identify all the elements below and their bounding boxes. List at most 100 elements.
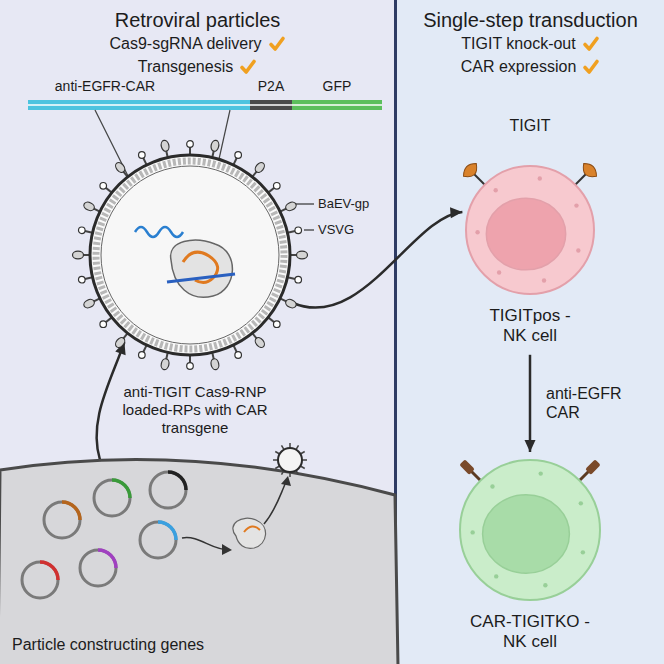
plasmid-gene bbox=[62, 502, 80, 520]
vsvg-glycoprotein bbox=[235, 152, 242, 159]
dna-construct bbox=[28, 100, 382, 110]
checklist-item: TIGIT knock-out bbox=[461, 34, 575, 53]
baev-glycoprotein bbox=[210, 358, 220, 370]
arrow-head bbox=[222, 544, 232, 555]
baev-glycoprotein bbox=[297, 251, 308, 259]
granule bbox=[497, 270, 501, 274]
checklist-row: Transgenesis bbox=[0, 57, 395, 76]
vsvg-glycoprotein bbox=[235, 352, 242, 359]
particle-label: anti-TIGIT Cas9-RNP loaded-RPs with CAR … bbox=[120, 383, 270, 437]
granule bbox=[543, 583, 547, 587]
particle-outline bbox=[75, 140, 305, 370]
connector-line bbox=[97, 342, 125, 460]
checklist-item: Cas9-sgRNA delivery bbox=[109, 34, 261, 53]
producer-cell-outline bbox=[0, 440, 395, 664]
retroviral-particle: anti-TIGIT Cas9-RNP loaded-RPs with CAR … bbox=[75, 140, 305, 370]
connector bbox=[97, 342, 126, 460]
part-label: GFP bbox=[323, 78, 352, 95]
check-stroke bbox=[271, 38, 283, 49]
arrow-head bbox=[525, 440, 536, 452]
baev-glycoprotein bbox=[82, 298, 95, 310]
cell-outline bbox=[464, 164, 596, 296]
checklist-row: CAR expression bbox=[397, 57, 664, 76]
cell-body bbox=[466, 166, 594, 294]
producer-cell: Particle constructing genes bbox=[0, 440, 395, 664]
arrow-head bbox=[450, 207, 462, 218]
arrow-head bbox=[281, 476, 291, 486]
granule bbox=[574, 203, 578, 207]
plasmid-gene bbox=[112, 480, 130, 498]
check-mark bbox=[239, 58, 257, 76]
edge-label: anti-EGFR CAR bbox=[544, 383, 640, 423]
tigit-receptor bbox=[579, 160, 600, 181]
vsvg-glycoprotein bbox=[78, 227, 85, 234]
granule bbox=[494, 574, 498, 578]
target-dna bbox=[167, 274, 235, 282]
plasmid bbox=[44, 502, 80, 538]
check-mark bbox=[582, 58, 600, 76]
cell-membrane bbox=[0, 459, 398, 664]
baev-glycoprotein bbox=[82, 201, 95, 213]
check-mark bbox=[268, 35, 286, 53]
plasmid-gene bbox=[158, 522, 176, 540]
baev-glycoprotein bbox=[114, 336, 127, 349]
vsvg-glycoprotein bbox=[78, 276, 85, 283]
granule bbox=[542, 278, 546, 282]
vsvg-glycoprotein bbox=[139, 352, 146, 359]
vsvg-glycoprotein bbox=[295, 227, 302, 234]
part-label: BaEV-gp bbox=[318, 196, 369, 212]
membrane bbox=[90, 155, 290, 355]
baev-glycoprotein bbox=[284, 201, 297, 213]
baev-glycoprotein bbox=[253, 336, 266, 349]
tigit-receptor bbox=[460, 160, 481, 181]
vsvg-glycoprotein bbox=[273, 182, 280, 189]
baev-glycoprotein bbox=[284, 298, 297, 310]
sgrna bbox=[244, 526, 260, 532]
panel-title: Single-step transduction bbox=[397, 8, 664, 32]
vsvg-glycoprotein bbox=[187, 363, 194, 370]
granule bbox=[576, 248, 580, 252]
cell-label: TIGITpos -NK cell bbox=[478, 306, 582, 347]
granule bbox=[475, 230, 479, 234]
checklist-item: Transgenesis bbox=[138, 57, 233, 76]
granule bbox=[581, 550, 585, 554]
check-stroke bbox=[585, 38, 597, 49]
cell-label: CAR-TIGITKO -NK cell bbox=[468, 612, 592, 653]
vsvg-glycoprotein bbox=[295, 276, 302, 283]
plasmid bbox=[80, 550, 116, 586]
plasmid bbox=[94, 480, 130, 516]
granule bbox=[579, 501, 583, 505]
granule bbox=[490, 484, 494, 488]
cas9-protein bbox=[233, 518, 266, 548]
nucleus bbox=[483, 495, 570, 573]
connector bbox=[525, 355, 536, 452]
plasmid bbox=[22, 562, 58, 598]
cell-body bbox=[460, 460, 600, 600]
granule bbox=[539, 471, 543, 475]
vsvg-glycoprotein bbox=[100, 182, 107, 189]
leader-line bbox=[304, 229, 314, 230]
check-mark bbox=[582, 35, 600, 53]
connector-line bbox=[292, 212, 462, 308]
assembly-arrow bbox=[264, 482, 286, 524]
car-receptor bbox=[585, 459, 601, 475]
part-label: P2A bbox=[258, 78, 284, 95]
plasmid-gene bbox=[98, 550, 116, 568]
cell-outline bbox=[458, 458, 602, 602]
granule bbox=[470, 530, 474, 534]
cell-label: Particle constructing genes bbox=[12, 635, 204, 654]
panel: Single-step transductionTIGIT knock-outC… bbox=[397, 0, 664, 664]
right-ground bbox=[396, 0, 664, 664]
vsvg-glycoprotein bbox=[100, 321, 107, 328]
panel: Retroviral particlesCas9-sgRNA deliveryT… bbox=[0, 0, 395, 664]
granule bbox=[538, 176, 542, 180]
checklist-item: CAR expression bbox=[461, 57, 577, 76]
plasmid-gene bbox=[40, 562, 58, 580]
vsvg-glycoprotein bbox=[187, 141, 194, 148]
check-stroke bbox=[242, 61, 254, 72]
baev-glycoprotein bbox=[253, 161, 266, 174]
lipid-layer bbox=[96, 161, 284, 349]
check-stroke bbox=[585, 61, 597, 72]
nucleus bbox=[486, 198, 565, 270]
granule bbox=[493, 188, 497, 192]
